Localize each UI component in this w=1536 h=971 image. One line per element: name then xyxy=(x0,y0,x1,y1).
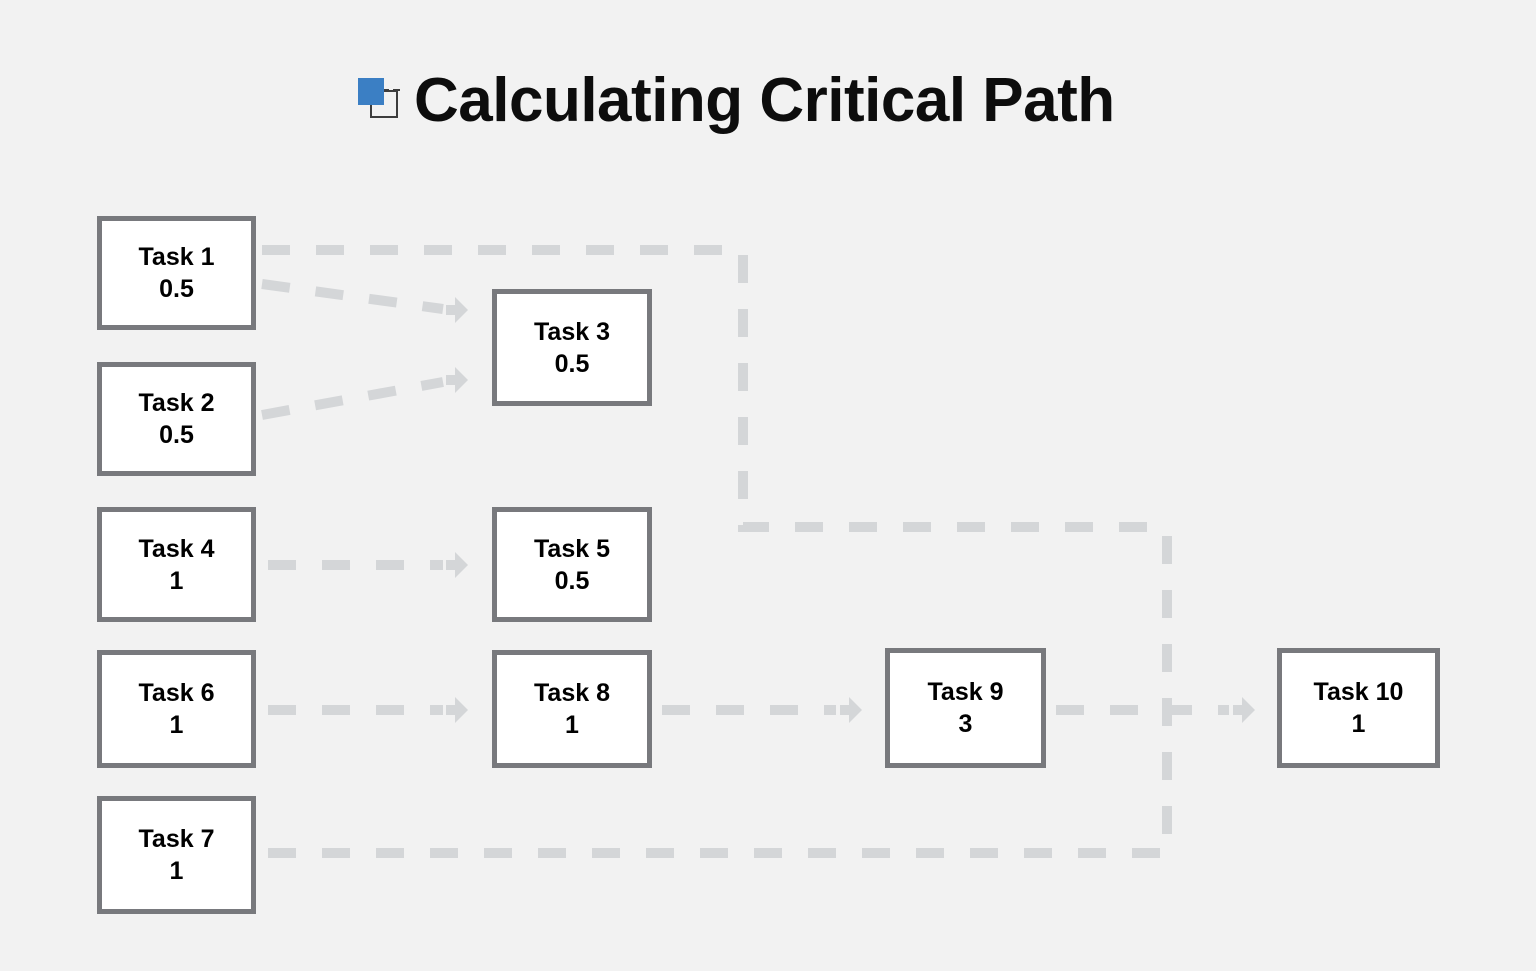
edge-task1-task3 xyxy=(261,279,468,323)
arrowhead-icon xyxy=(446,297,468,323)
logo-dashed-edge xyxy=(384,89,400,91)
edge-task4-task5 xyxy=(268,552,468,578)
task-node[interactable]: Task 4 1 xyxy=(97,507,256,622)
edge-task9-task10 xyxy=(1056,697,1255,723)
task-node[interactable]: Task 10 1 xyxy=(1277,648,1440,768)
arrowhead-icon xyxy=(446,552,468,578)
app-logo-icon xyxy=(358,78,400,124)
task-node-label: Task 9 xyxy=(927,678,1004,706)
task-node-duration: 0.5 xyxy=(554,566,590,595)
arrowhead-icon xyxy=(840,697,862,723)
edge-task1-task10 xyxy=(262,245,1167,532)
task-node-duration: 1 xyxy=(565,711,579,739)
task-node-label: Task 4 xyxy=(138,534,215,563)
edge-task2-task3 xyxy=(261,367,468,420)
task-node-duration: 3 xyxy=(958,710,973,738)
task-node-label: Task 2 xyxy=(138,389,215,417)
arrowhead-icon xyxy=(1233,697,1255,723)
task-node-label: Task 6 xyxy=(138,679,215,707)
slide-header: Calculating Critical Path xyxy=(358,70,1115,132)
task-node-duration: 1 xyxy=(1351,710,1366,738)
task-node[interactable]: Task 7 1 xyxy=(97,796,256,914)
task-node-label: Task 3 xyxy=(534,317,610,346)
task-node[interactable]: Task 5 0.5 xyxy=(492,507,652,622)
task-node[interactable]: Task 8 1 xyxy=(492,650,652,768)
arrowhead-icon xyxy=(446,367,468,393)
task-node-duration: 0.5 xyxy=(159,275,194,303)
task-node-duration: 1 xyxy=(169,566,184,595)
task-node[interactable]: Task 1 0.5 xyxy=(97,216,256,330)
task-node[interactable]: Task 6 1 xyxy=(97,650,256,768)
page-title: Calculating Critical Path xyxy=(414,66,1115,135)
task-node-duration: 1 xyxy=(169,711,184,739)
task-node-duration: 1 xyxy=(169,857,184,885)
task-node-label: Task 5 xyxy=(534,534,610,563)
task-node[interactable]: Task 3 0.5 xyxy=(492,289,652,406)
task-node[interactable]: Task 9 3 xyxy=(885,648,1046,768)
arrowhead-icon xyxy=(446,697,468,723)
task-node-duration: 0.5 xyxy=(159,421,194,449)
logo-filled-square xyxy=(358,78,384,105)
task-node-label: Task 1 xyxy=(138,243,215,271)
task-node-label: Task 8 xyxy=(534,679,610,707)
edge-task8-task9 xyxy=(662,697,862,723)
task-node[interactable]: Task 2 0.5 xyxy=(97,362,256,476)
task-node-duration: 0.5 xyxy=(554,349,590,378)
edge-task6-task8 xyxy=(268,697,468,723)
task-node-label: Task 7 xyxy=(138,825,215,853)
task-node-label: Task 10 xyxy=(1313,678,1404,706)
